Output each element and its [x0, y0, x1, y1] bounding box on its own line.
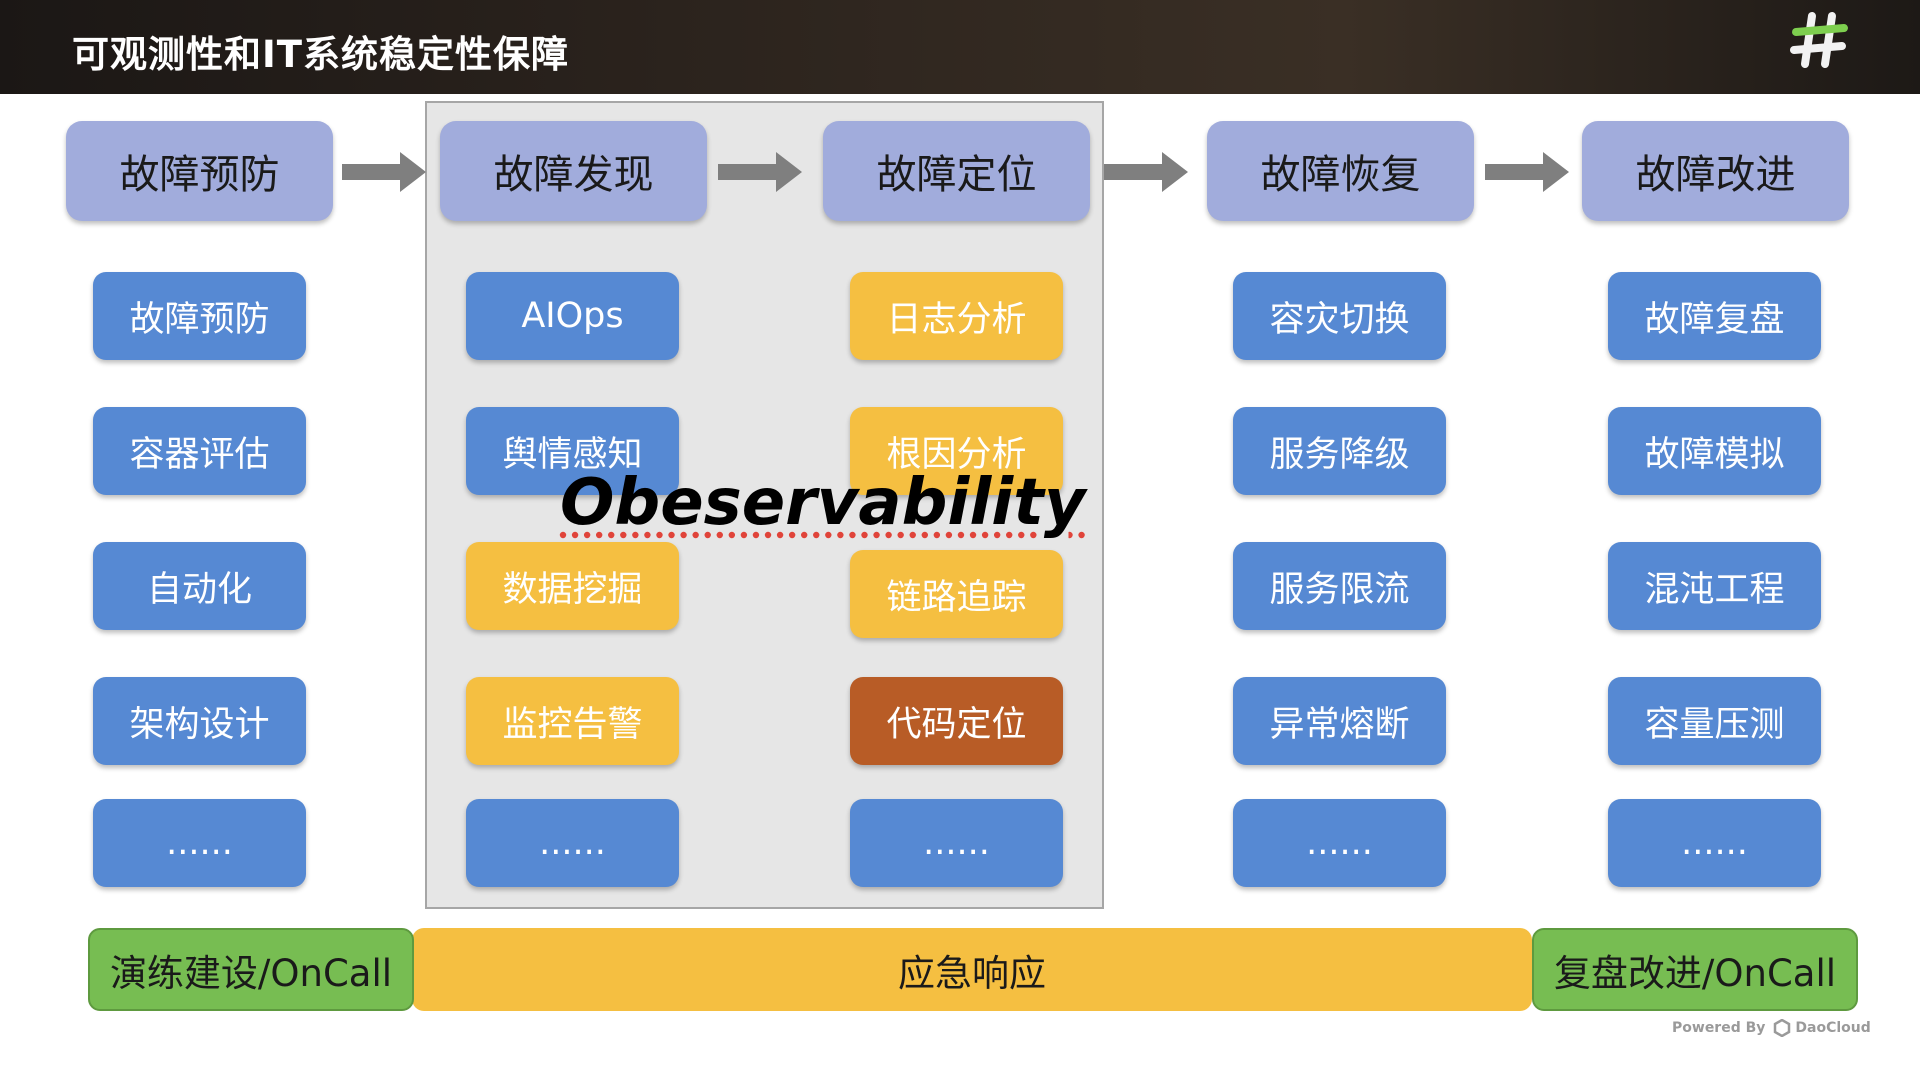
item-discovery-2: 舆情感知	[466, 407, 679, 495]
emergency-response-bar: 应急响应	[412, 928, 1532, 1011]
item-discovery-more: ......	[466, 799, 679, 887]
right-arrow-icon	[1485, 152, 1569, 192]
item-recovery-4: 异常熔断	[1233, 677, 1446, 765]
header-bar: 可观测性和IT系统稳定性保障	[0, 0, 1920, 94]
item-recovery-1: 容灾切换	[1233, 272, 1446, 360]
item-recovery-more: ......	[1233, 799, 1446, 887]
right-arrow-icon	[1104, 152, 1188, 192]
daocloud-icon	[1774, 1019, 1791, 1037]
observability-overlay-text: Obeservability	[560, 466, 1086, 540]
stage-recovery: 故障恢复	[1207, 121, 1474, 221]
item-improvement-more: ......	[1608, 799, 1821, 887]
item-prevention-1: 故障预防	[93, 272, 306, 360]
item-localization-1: 日志分析	[850, 272, 1063, 360]
brand-name: DaoCloud	[1795, 1020, 1871, 1036]
item-prevention-2: 容器评估	[93, 407, 306, 495]
item-recovery-3: 服务限流	[1233, 542, 1446, 630]
item-discovery-1: AIOps	[466, 272, 679, 360]
item-recovery-2: 服务降级	[1233, 407, 1446, 495]
powered-by: Powered By DaoCloud	[1672, 1019, 1871, 1037]
page-title: 可观测性和IT系统稳定性保障	[72, 33, 570, 76]
observability-panel	[425, 101, 1104, 909]
item-prevention-4: 架构设计	[93, 677, 306, 765]
powered-by-label: Powered By	[1672, 1020, 1766, 1036]
stage-prevention: 故障预防	[66, 121, 333, 221]
review-oncall-bar: 复盘改进/OnCall	[1532, 928, 1858, 1011]
item-improvement-4: 容量压测	[1608, 677, 1821, 765]
stage-localization: 故障定位	[823, 121, 1090, 221]
item-prevention-3: 自动化	[93, 542, 306, 630]
item-localization-3: 链路追踪	[850, 550, 1063, 638]
stage-improvement: 故障改进	[1582, 121, 1849, 221]
right-arrow-icon	[718, 152, 802, 192]
item-improvement-1: 故障复盘	[1608, 272, 1821, 360]
item-improvement-2: 故障模拟	[1608, 407, 1821, 495]
item-discovery-3: 数据挖掘	[466, 542, 679, 630]
item-prevention-more: ......	[93, 799, 306, 887]
item-localization-more: ......	[850, 799, 1063, 887]
drill-oncall-bar: 演练建设/OnCall	[88, 928, 414, 1011]
item-localization-4: 代码定位	[850, 677, 1063, 765]
item-discovery-4: 监控告警	[466, 677, 679, 765]
brand: DaoCloud	[1773, 1019, 1871, 1037]
item-localization-2: 根因分析	[850, 407, 1063, 495]
hash-logo-icon	[1790, 12, 1848, 68]
item-improvement-3: 混沌工程	[1608, 542, 1821, 630]
right-arrow-icon	[342, 152, 426, 192]
stage-discovery: 故障发现	[440, 121, 707, 221]
